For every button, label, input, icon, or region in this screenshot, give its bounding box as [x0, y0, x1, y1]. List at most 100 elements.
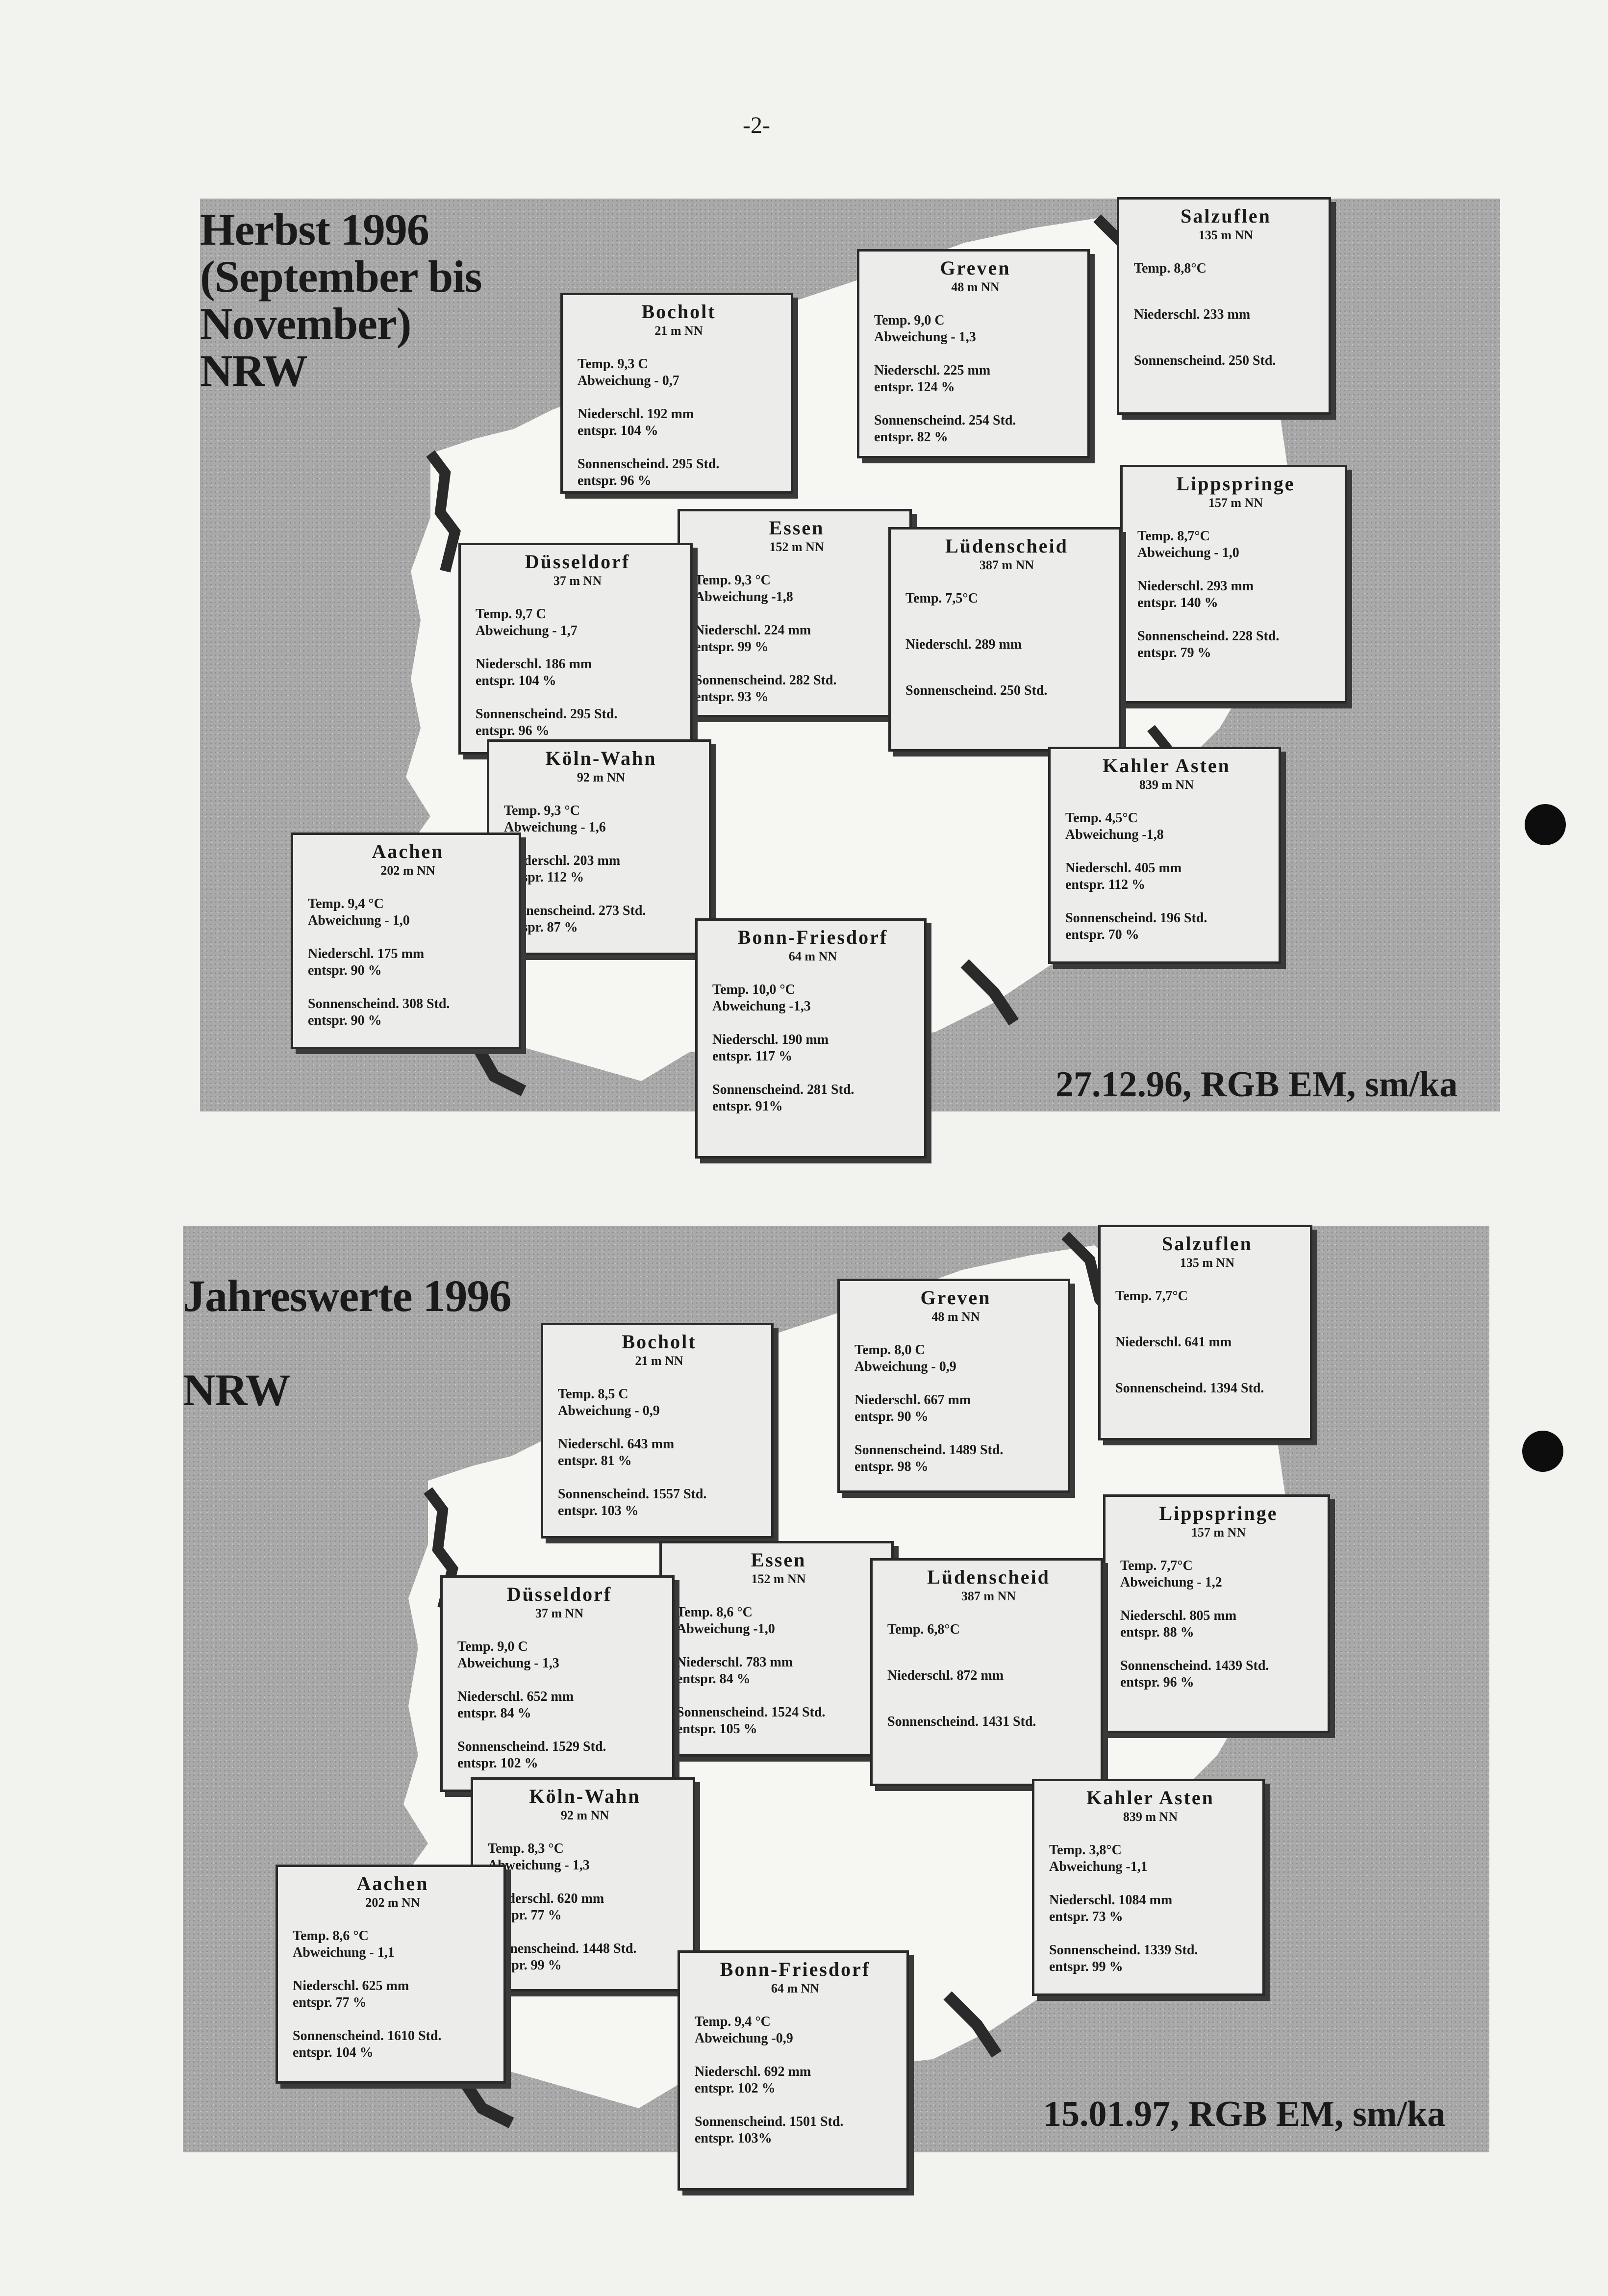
precipitation-percent: entspr. 90 % [308, 963, 382, 978]
sunshine: Sonnenscheind. 1489 Std. [854, 1442, 1004, 1458]
station-box-salzuflen: Salzuflen 135 m NN Temp. 8,8°C Niedersch… [1117, 197, 1331, 415]
station-name: Lippspringe [1176, 473, 1295, 495]
station-name: Bocholt [641, 301, 716, 323]
sunshine-percent: entspr. 98 % [854, 1459, 929, 1474]
station-name: Bonn-Friesdorf [737, 926, 888, 948]
station-box-bocholt: Bocholt 21 m NN Temp. 9,3 C Abweichung -… [560, 293, 793, 494]
precipitation: Niederschl. 175 mm [308, 946, 425, 961]
sunshine: Sonnenscheind. 1394 Std. [1115, 1381, 1264, 1396]
sunshine: Sonnenscheind. 1339 Std. [1049, 1943, 1198, 1958]
station-name: Düsseldorf [506, 1583, 612, 1605]
deviation: Abweichung - 1,0 [1137, 545, 1239, 560]
precipitation-percent: entspr. 140 % [1137, 595, 1218, 610]
station-name: Köln-Wahn [545, 747, 657, 769]
sunshine: Sonnenscheind. 228 Std. [1137, 629, 1280, 644]
sunshine: Sonnenscheind. 250 Std. [1134, 353, 1276, 368]
station-name: Aachen [372, 840, 444, 862]
station-box-kahler-asten: Kahler Asten 839 m NN Temp. 4,5°C Abweic… [1048, 747, 1281, 964]
deviation: Abweichung - 1,7 [476, 623, 578, 638]
station-altitude: 64 m NN [771, 1981, 820, 1995]
precipitation: Niederschl. 667 mm [854, 1392, 971, 1408]
precipitation: Niederschl. 233 mm [1134, 307, 1251, 322]
temperature: Temp. 9,7 C [476, 606, 546, 622]
precipitation: Niederschl. 405 mm [1065, 860, 1182, 876]
station-altitude: 92 m NN [560, 1808, 609, 1822]
precipitation: Niederschl. 289 mm [905, 637, 1022, 652]
precipitation-percent: entspr. 77 % [488, 1908, 562, 1923]
station-name: Greven [920, 1287, 991, 1309]
station-box-koeln-wahn: Köln-Wahn 92 m NN Temp. 8,3 °C Abweichun… [471, 1777, 695, 1992]
temperature: Temp. 9,4 °C [308, 896, 384, 911]
precipitation-percent: entspr. 73 % [1049, 1909, 1123, 1924]
precipitation-percent: entspr. 104 % [578, 423, 658, 438]
sunshine: Sonnenscheind. 250 Std. [905, 683, 1048, 698]
temperature: Temp. 8,0 C [854, 1342, 925, 1358]
precipitation: Niederschl. 643 mm [558, 1437, 675, 1452]
precipitation-percent: entspr. 112 % [1065, 877, 1146, 892]
sunshine: Sonnenscheind. 1431 Std. [887, 1714, 1036, 1729]
temperature: Temp. 7,5°C [905, 591, 978, 606]
punch-hole [1525, 804, 1566, 845]
date-stamp: 27.12.96, RGB EM, sm/ka [1055, 1064, 1458, 1105]
sunshine: Sonnenscheind. 273 Std. [504, 903, 646, 918]
sunshine: Sonnenscheind. 1524 Std. [677, 1705, 826, 1720]
precipitation-percent: entspr. 81 % [558, 1453, 632, 1468]
station-altitude: 387 m NN [961, 1589, 1016, 1603]
sunshine: Sonnenscheind. 1529 Std. [457, 1739, 606, 1754]
sunshine-percent: entspr. 105 % [677, 1721, 757, 1737]
precipitation-percent: entspr. 112 % [504, 870, 584, 885]
sunshine: Sonnenscheind. 1610 Std. [293, 2028, 442, 2044]
sunshine: Sonnenscheind. 254 Std. [874, 413, 1016, 428]
temperature: Temp. 9,0 C [874, 313, 945, 328]
station-name: Salzuflen [1181, 205, 1271, 227]
sunshine-percent: entspr. 93 % [695, 689, 769, 705]
station-box-koeln-wahn: Köln-Wahn 92 m NN Temp. 9,3 °C Abweichun… [487, 739, 711, 955]
station-name: Köln-Wahn [529, 1785, 641, 1807]
station-altitude: 21 m NN [654, 324, 703, 338]
precipitation: Niederschl. 652 mm [457, 1689, 574, 1704]
precipitation: Niederschl. 203 mm [504, 853, 621, 868]
temperature: Temp. 8,3 °C [488, 1841, 564, 1856]
panel-title: Herbst 1996 (September bis November) NRW [200, 206, 482, 394]
station-box-duesseldorf: Düsseldorf 37 m NN Temp. 9,7 C Abweichun… [458, 543, 693, 755]
temperature: Temp. 10,0 °C [712, 982, 795, 997]
station-box-greven: Greven 48 m NN Temp. 9,0 C Abweichung - … [857, 249, 1090, 458]
station-altitude: 202 m NN [365, 1895, 420, 1910]
sunshine: Sonnenscheind. 196 Std. [1065, 910, 1207, 926]
precipitation: Niederschl. 625 mm [293, 1978, 409, 1993]
station-name: Lippspringe [1159, 1502, 1278, 1524]
station-name: Greven [940, 257, 1011, 279]
precipitation-percent: entspr. 124 % [874, 379, 955, 395]
sunshine-percent: entspr. 102 % [457, 1756, 538, 1771]
station-altitude: 48 m NN [931, 1310, 980, 1324]
deviation: Abweichung - 1,6 [504, 820, 606, 835]
station-altitude: 135 m NN [1180, 1256, 1235, 1270]
sunshine-percent: entspr. 82 % [874, 429, 948, 445]
station-altitude: 21 m NN [635, 1354, 683, 1368]
deviation: Abweichung -1,8 [695, 589, 793, 605]
station-box-essen: Essen 152 m NN Temp. 8,6 °C Abweichung -… [659, 1541, 894, 1757]
title-line: November) [200, 299, 411, 349]
station-box-aachen: Aachen 202 m NN Temp. 8,6 °C Abweichung … [276, 1865, 506, 2084]
station-altitude: 37 m NN [535, 1606, 584, 1620]
station-altitude: 387 m NN [979, 558, 1034, 572]
station-box-aachen: Aachen 202 m NN Temp. 9,4 °C Abweichung … [291, 833, 521, 1049]
precipitation: Niederschl. 692 mm [695, 2064, 811, 2079]
station-box-duesseldorf: Düsseldorf 37 m NN Temp. 9,0 C Abweichun… [440, 1575, 675, 1792]
temperature: Temp. 9,3 °C [695, 573, 771, 588]
station-box-salzuflen: Salzuflen 135 m NN Temp. 7,7°C Niedersch… [1098, 1225, 1312, 1440]
station-name: Lüdenscheid [945, 535, 1068, 557]
temperature: Temp. 9,4 °C [695, 2014, 771, 2029]
precipitation-percent: entspr. 88 % [1120, 1625, 1194, 1640]
station-altitude: 202 m NN [380, 863, 435, 878]
sunshine-percent: entspr. 96 % [476, 723, 550, 738]
deviation: Abweichung - 1,3 [488, 1858, 590, 1873]
precipitation-percent: entspr. 102 % [695, 2081, 776, 2096]
station-altitude: 135 m NN [1198, 228, 1254, 242]
station-altitude: 839 m NN [1139, 778, 1194, 792]
sunshine-percent: entspr. 87 % [504, 920, 578, 935]
temperature: Temp. 8,6 °C [293, 1928, 369, 1943]
station-box-luedenscheid: Lüdenscheid 387 m NN Temp. 6,8°C Nieders… [870, 1558, 1103, 1786]
station-box-greven: Greven 48 m NN Temp. 8,0 C Abweichung - … [837, 1279, 1070, 1493]
station-name: Lüdenscheid [927, 1566, 1050, 1588]
